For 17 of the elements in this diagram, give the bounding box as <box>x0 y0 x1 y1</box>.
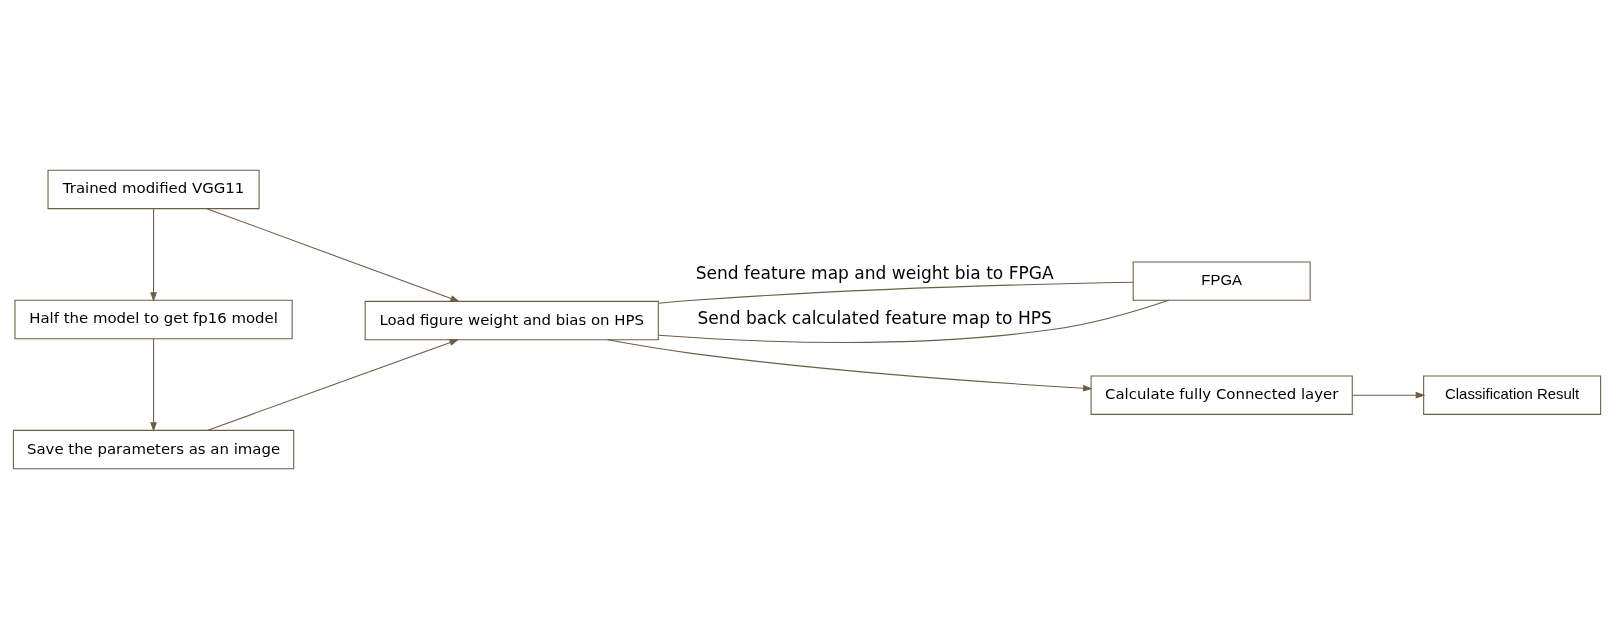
edge-label: Send back calculated feature map to HPS <box>697 307 1052 328</box>
connector <box>658 281 1134 304</box>
node-box: FPGA <box>1132 261 1311 301</box>
connector <box>657 299 1170 343</box>
edge-label: Send feature map and weight bia to FPGA <box>695 262 1054 283</box>
node-box: Save the parameters as an image <box>12 429 295 470</box>
arrow <box>607 339 1093 392</box>
node-box: Load figure weight and bias on HPS <box>364 300 659 341</box>
arrow <box>207 339 460 431</box>
arrow <box>206 208 460 302</box>
node-box: Classification Result <box>1423 375 1602 415</box>
arrow <box>150 208 157 302</box>
node-box: Trained modified VGG11 <box>47 169 260 210</box>
arrow <box>150 338 157 432</box>
node-box: Calculate fully Connected layer <box>1090 375 1353 415</box>
node-box: Half the model to get fp16 model <box>14 299 293 340</box>
arrow <box>1352 391 1426 399</box>
